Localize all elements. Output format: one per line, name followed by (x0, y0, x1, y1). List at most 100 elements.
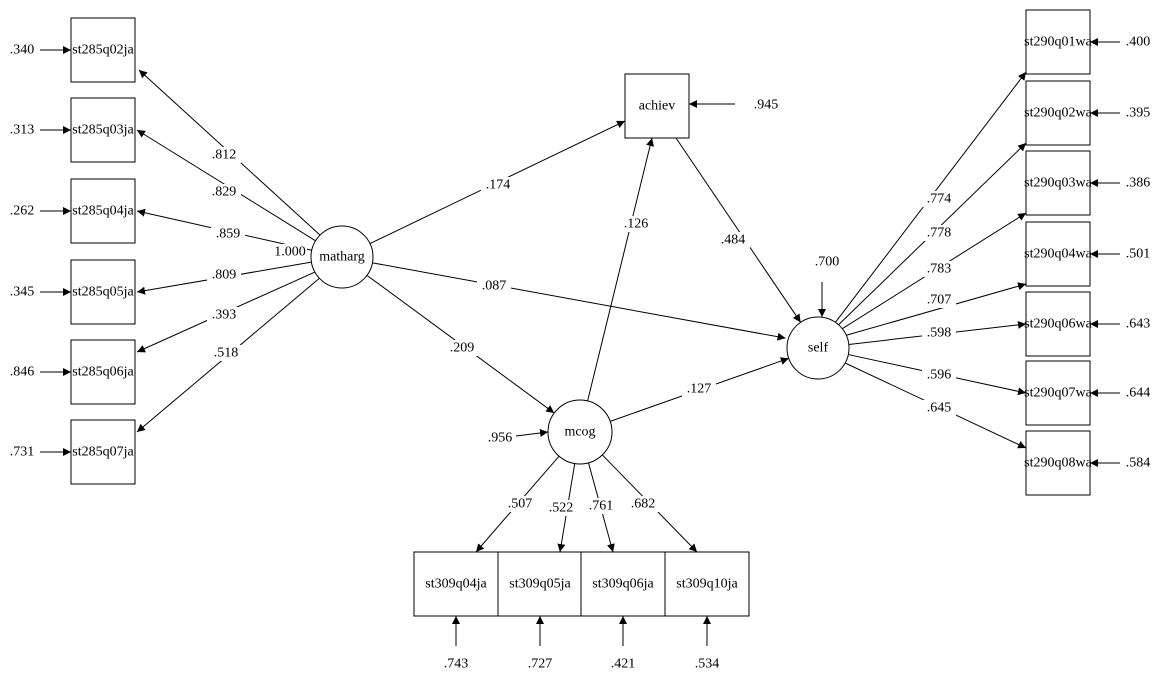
loading-self-5: .596 (927, 368, 952, 383)
loading-matharg-4: .393 (212, 308, 237, 323)
indicator-box-matharg-2 (70, 178, 136, 244)
loading-self-6-bg (922, 400, 956, 416)
loading-mcog-0: .507 (508, 497, 533, 512)
indicator-box-self-0 (1025, 9, 1091, 75)
coef-achiev-self-bg (716, 232, 750, 248)
coef-matharg-achiev: .174 (486, 178, 511, 193)
error-matharg-4: .846 (10, 365, 35, 380)
indicator-box-mcog-3-label: st309q10ja (676, 577, 738, 592)
mcog-circle-label: mcog (564, 425, 595, 440)
error-matharg-3: .345 (10, 285, 35, 300)
loading-matharg-3-bg (207, 267, 241, 283)
matharg-variance: 1.000 (274, 245, 306, 260)
loading-self-1: .778 (927, 226, 952, 241)
loading-self-2: .783 (927, 262, 952, 277)
error-matharg-2: .262 (10, 204, 35, 219)
loading-arrow-self-3 (846, 282, 1027, 336)
loading-mcog-1-bg (544, 500, 578, 516)
error-self-3: .501 (1126, 247, 1151, 262)
error-arrow-mcog (515, 429, 549, 437)
indicator-box-matharg-0-label: st285q02ja (72, 43, 134, 58)
loading-self-1-bg (922, 225, 956, 241)
indicator-box-mcog-2-label: st309q06ja (592, 577, 654, 592)
achiev-box-label: achiev (639, 99, 676, 114)
indicator-box-self-3-label: st290q04wa (1024, 247, 1092, 262)
indicator-box-self-5-label: st290q07wa (1024, 386, 1092, 401)
coef-achiev-self: .484 (721, 233, 746, 248)
loading-mcog-0-bg (503, 496, 537, 512)
coef-mcog-achiev: .126 (624, 217, 649, 232)
indicator-box-self-1 (1025, 80, 1091, 146)
loading-matharg-0-bg (207, 147, 241, 163)
error-self-0: .400 (1126, 35, 1151, 50)
indicator-box-matharg-5 (70, 419, 136, 485)
indicator-box-matharg-2-label: st285q04ja (72, 204, 134, 219)
self-circle-label: self (808, 341, 829, 356)
coef-matharg-mcog-bg (445, 340, 479, 356)
indicator-box-matharg-1 (70, 97, 136, 163)
error-matharg-1: .313 (10, 123, 35, 138)
loading-mcog-2: .761 (589, 499, 614, 514)
coef-mcog-achiev-bg (619, 216, 653, 232)
path-mcog-achiev (587, 137, 654, 402)
indicator-box-self-1-label: st290q02wa (1024, 106, 1092, 121)
nodes-layer (70, 9, 1091, 617)
loading-matharg-3: .809 (212, 268, 237, 283)
matharg-variance-bg (273, 244, 307, 260)
indicator-box-self-2 (1025, 150, 1091, 216)
loading-matharg-1-bg (207, 184, 241, 200)
loading-matharg-1: .829 (212, 185, 237, 200)
loading-matharg-4-bg (207, 307, 241, 323)
indicator-box-self-4 (1025, 291, 1091, 357)
indicator-box-matharg-1-label: st285q03ja (72, 123, 134, 138)
loading-mcog-1: .522 (549, 501, 574, 516)
indicator-box-mcog-1-label: st309q05ja (509, 577, 571, 592)
indicator-box-mcog-2 (580, 551, 666, 617)
loading-matharg-2: .859 (216, 227, 241, 242)
indicator-box-self-4-label: st290q06wa (1024, 317, 1092, 332)
indicator-box-mcog-0-label: st309q04ja (425, 577, 487, 592)
error-mcog-0: .743 (444, 657, 469, 672)
coef-mcog-self-bg (682, 381, 716, 397)
error-mcog: .956 (488, 431, 513, 446)
error-matharg-0: .340 (10, 43, 35, 58)
indicator-box-self-0-label: st290q01wa (1024, 35, 1092, 50)
error-mcog-1: .727 (528, 657, 553, 672)
error-self: .700 (815, 255, 840, 270)
loading-matharg-5: .518 (214, 346, 239, 361)
loading-matharg-0: .812 (212, 148, 237, 163)
loading-matharg-2-bg (211, 226, 245, 242)
loading-self-0: .774 (927, 192, 952, 207)
indicator-box-self-3 (1025, 221, 1091, 287)
loading-mcog-3-bg (626, 496, 660, 512)
error-self-6: .584 (1126, 456, 1151, 471)
loading-self-4: .598 (927, 326, 952, 341)
error-self-4: .643 (1126, 317, 1151, 332)
loading-self-3-bg (922, 292, 956, 308)
loading-self-5-bg (922, 367, 956, 383)
achiev-box (624, 73, 690, 139)
coef-matharg-self: .087 (482, 279, 507, 294)
coef-matharg-self-bg (477, 278, 511, 294)
indicator-box-matharg-3-label: st285q05ja (72, 285, 134, 300)
error-mcog-2: .421 (611, 657, 636, 672)
coef-matharg-achiev-bg (481, 177, 515, 193)
loading-matharg-5-bg (209, 345, 243, 361)
matharg-circle-label: matharg (319, 250, 365, 265)
indicator-box-matharg-5-label: st285q07ja (72, 445, 134, 460)
path-matharg-self (372, 262, 786, 341)
loading-self-6: .645 (927, 401, 952, 416)
mcog-circle (547, 399, 613, 465)
indicator-box-self-2-label: st290q03wa (1024, 176, 1092, 191)
error-self-2: .386 (1126, 176, 1151, 191)
loading-self-3: .707 (927, 293, 952, 308)
indicator-box-self-6-label: st290q08wa (1024, 456, 1092, 471)
coef-mcog-self: .127 (687, 382, 712, 397)
loading-self-2-bg (922, 261, 956, 277)
loading-self-0-bg (922, 191, 956, 207)
indicator-box-mcog-1 (497, 551, 583, 617)
indicator-box-self-5 (1025, 360, 1091, 426)
error-self-1: .395 (1126, 106, 1151, 121)
loading-mcog-2-bg (584, 498, 618, 514)
